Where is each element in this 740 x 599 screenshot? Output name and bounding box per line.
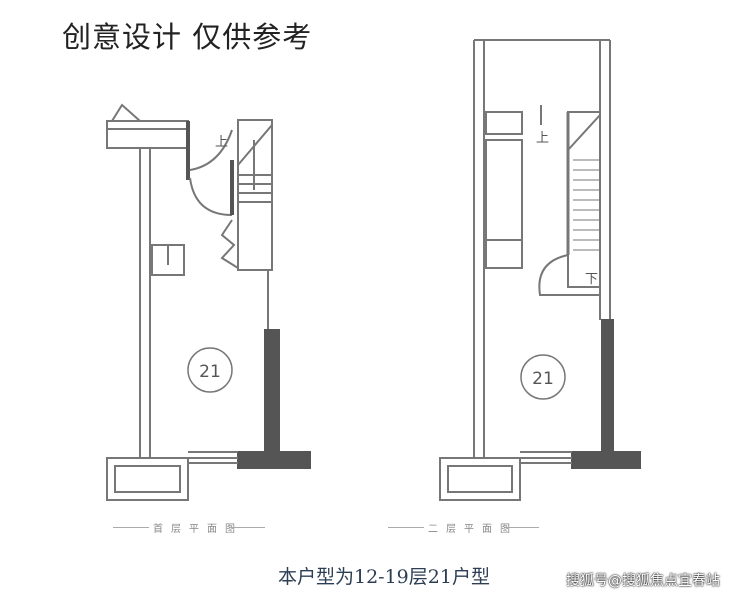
unit-number-2: 21 — [532, 369, 554, 389]
stair-up-label-1: 上 — [215, 135, 228, 150]
top-ac-ledge — [106, 120, 189, 149]
first-floor-plan — [106, 103, 311, 501]
staircase — [237, 119, 273, 271]
caption-rule — [505, 527, 539, 528]
caption-rule — [113, 527, 149, 528]
bottom-balcony — [106, 457, 189, 501]
caption-rule — [388, 527, 424, 528]
stair-up-label-2: 上 — [536, 131, 549, 146]
watermark: 搜狐号@搜狐焦点宜春站 — [566, 573, 720, 589]
second-floor-plan — [439, 39, 641, 501]
caption-first-floor: 首层平面图 — [153, 524, 243, 535]
unit-badge-1 — [187, 347, 233, 393]
unit-subtitle: 本户型为12-19层21户型 — [278, 566, 490, 588]
unit-badge-2 — [520, 354, 566, 400]
caption-rule — [230, 527, 265, 528]
caption-second-floor: 二层平面图 — [428, 524, 518, 535]
page-title: 创意设计 仅供参考 — [62, 20, 313, 54]
unit-number-1: 21 — [199, 362, 221, 382]
stair-down-label-2: 下 — [585, 272, 598, 287]
